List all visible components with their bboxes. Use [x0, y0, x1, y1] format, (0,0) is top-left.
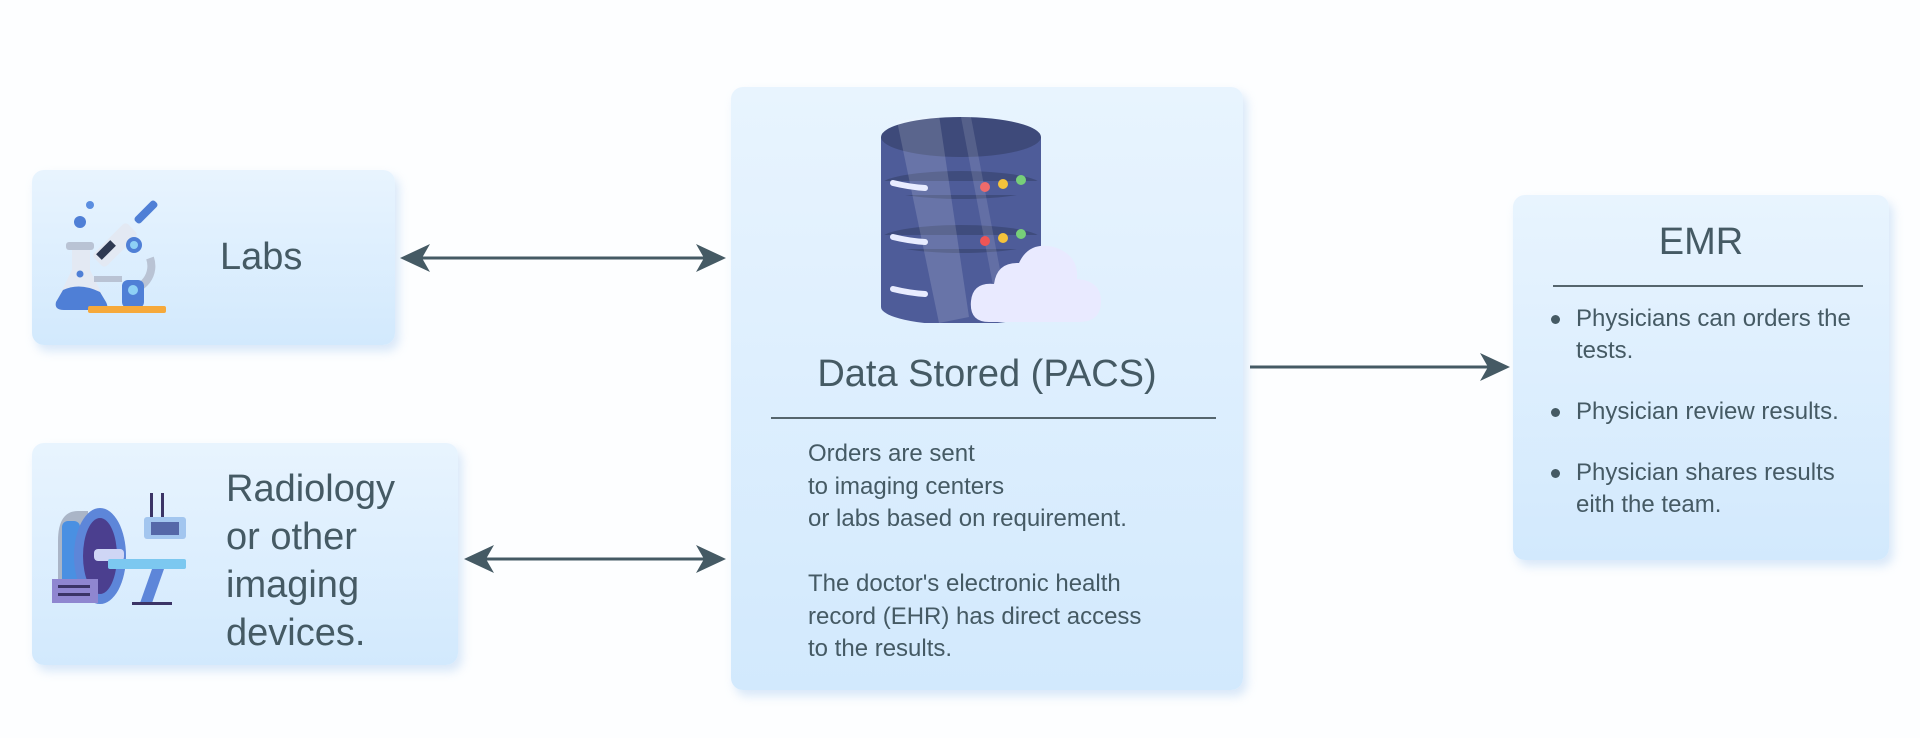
radiology-label-line-2: or other	[226, 516, 357, 558]
pacs-node: Data Stored (PACS) Orders are sent to im…	[731, 87, 1243, 690]
mri-scanner-icon	[52, 493, 186, 605]
radiology-label-line-3: imaging	[226, 564, 360, 606]
pacs-paragraph-ehr: The doctor's electronic health record (E…	[808, 570, 1142, 662]
radiology-label-line-1: Radiology	[226, 468, 395, 510]
emr-list-item: Physicians can orders the tests.	[1551, 303, 1871, 367]
labs-pacs-bidirectional-arrow	[400, 244, 726, 272]
emr-divider	[1553, 285, 1863, 287]
emr-list: Physicians can orders the tests. Physici…	[1551, 303, 1871, 550]
pacs-paragraph-orders: Orders are sent to imaging centers or la…	[808, 440, 1127, 532]
pacs-emr-arrow	[1250, 353, 1510, 381]
labs-node: Labs	[32, 170, 395, 345]
emr-list-item: Physician shares results eith the team.	[1551, 457, 1871, 521]
radiology-label: Radiology or other imaging devices.	[226, 465, 395, 657]
emr-list-item: Physician review results.	[1551, 396, 1871, 428]
database-cloud-icon	[881, 117, 1101, 323]
pacs-title: Data Stored (PACS)	[817, 353, 1157, 395]
pacs-divider	[771, 417, 1216, 419]
emr-title: EMR	[1658, 221, 1744, 263]
emr-node: EMR Physicians can orders the tests. Phy…	[1513, 195, 1889, 560]
labs-label: Labs	[220, 236, 303, 278]
radiology-label-line-4: devices.	[226, 612, 366, 654]
microscope-icon	[55, 200, 166, 313]
radiology-node: Radiology or other imaging devices.	[32, 443, 458, 665]
radiology-pacs-bidirectional-arrow	[464, 545, 726, 573]
